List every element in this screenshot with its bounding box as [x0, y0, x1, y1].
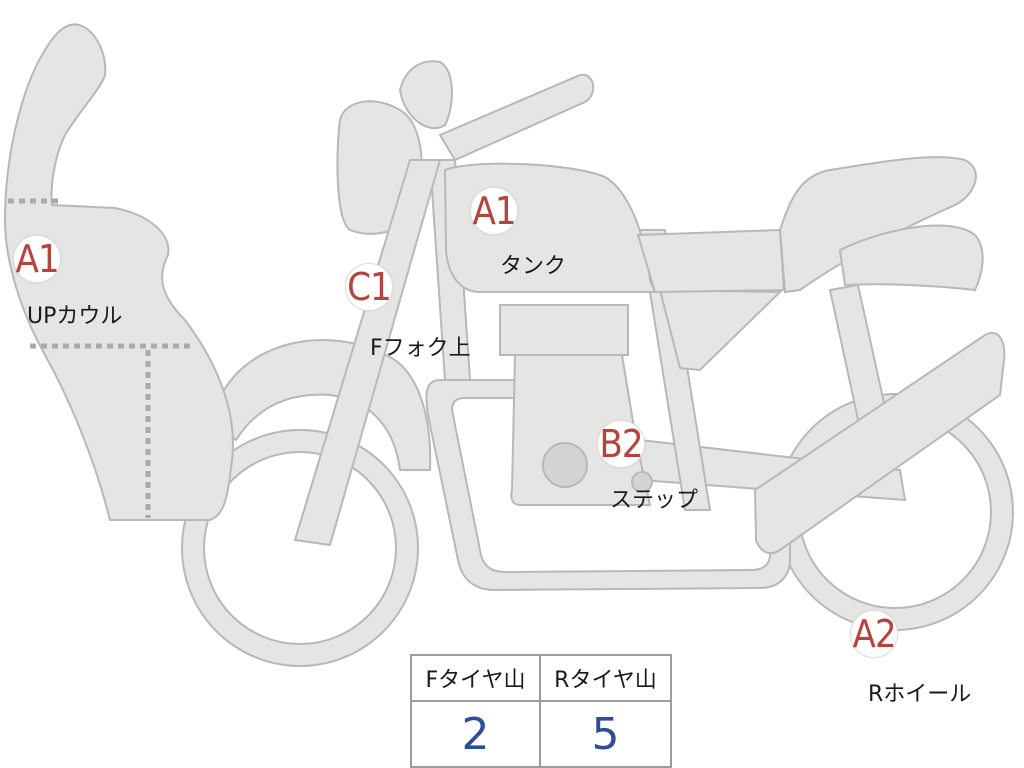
engine-cover-shape: [542, 442, 588, 488]
muffler-shape: [753, 332, 1006, 555]
step-label: ステップ: [610, 488, 699, 513]
front-fork-label: Fフォク上: [370, 336, 471, 361]
front-tire-header: Fタイヤ山: [412, 656, 541, 702]
tire-tread-table: Fタイヤ山 Rタイヤ山 2 5: [410, 654, 672, 768]
side-cover-shape: [636, 228, 786, 294]
front-fork-shape: [293, 159, 442, 547]
tail-shape: [838, 224, 984, 292]
tank-label: タンク: [500, 254, 567, 279]
rear-tire-header: Rタイヤ山: [541, 656, 670, 702]
front-wheel-rim: [203, 451, 397, 645]
frame-shape: [425, 379, 791, 592]
step-grade-badge: B2: [597, 420, 645, 468]
tank-grade-badge: A1: [470, 187, 518, 235]
side-panel-shape: [658, 288, 783, 372]
up-cowl-label: UPカウル: [27, 304, 123, 329]
front-fork-grade-badge: C1: [345, 263, 393, 311]
rear-wheel-label: Rホイール: [868, 682, 972, 707]
handlebar-shape: [438, 73, 595, 162]
up-cowl-grade-badge: A1: [13, 235, 61, 283]
engine-top-shape: [499, 304, 629, 356]
frame-rail-shape: [638, 229, 712, 511]
front-tire-value: 2: [412, 702, 541, 766]
step-peg-shape: [631, 471, 653, 493]
rear-wheel-grade-badge: A2: [850, 610, 898, 658]
mirror-shape: [398, 60, 453, 130]
up-cowl-shape: [3, 23, 234, 521]
rear-tire-value: 5: [591, 708, 620, 760]
